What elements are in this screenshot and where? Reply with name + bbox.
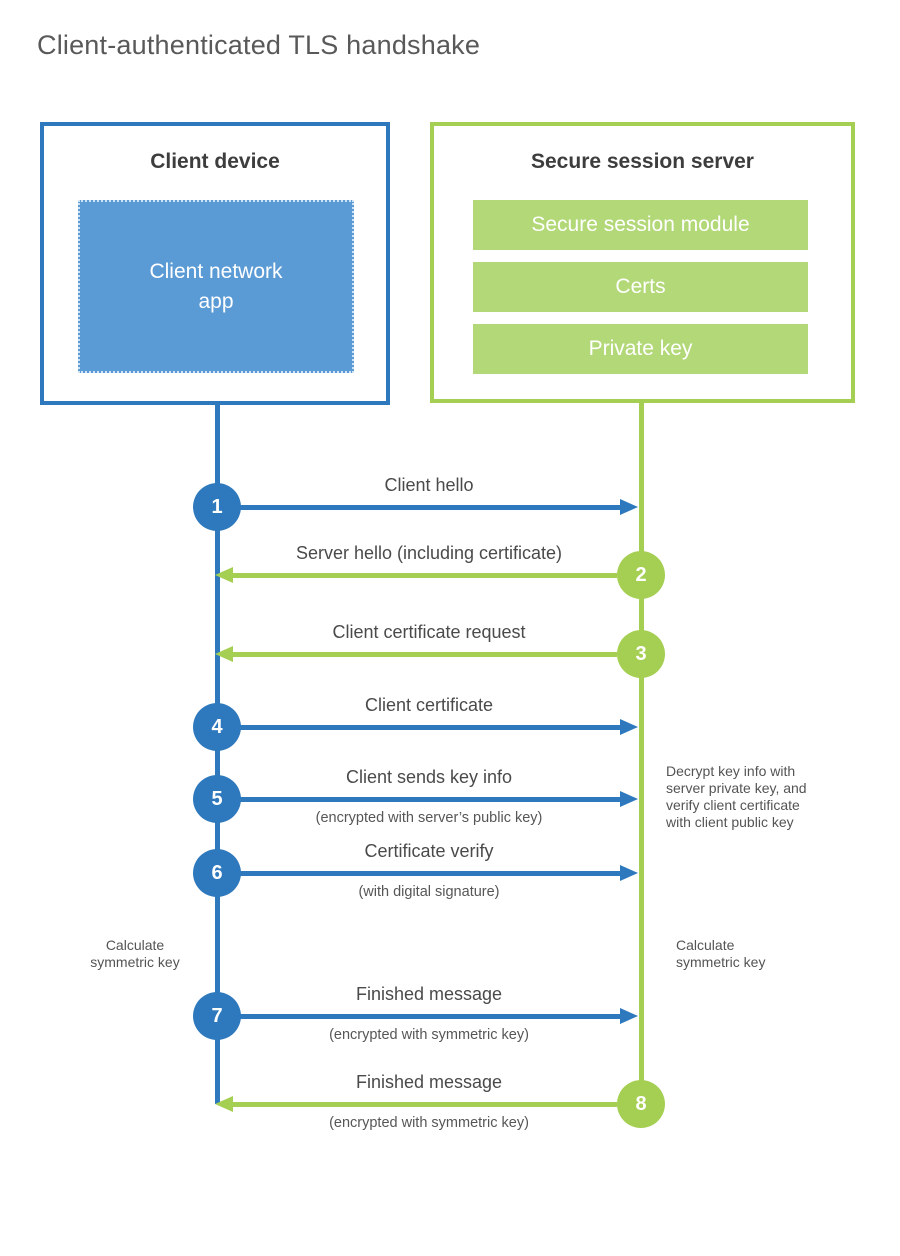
step-5-sublabel: (encrypted with server’s public key) (315, 810, 543, 826)
step-2-number-badge: 2 (617, 551, 665, 599)
step-8-arrow-left-icon (215, 1096, 233, 1112)
step-3-label: Client certificate request (332, 622, 526, 642)
client-network-app-box: Client network app (78, 200, 354, 373)
step-6-number-badge: 6 (193, 849, 241, 897)
server-module-certs: Certs (473, 262, 808, 312)
step-1-label: Client hello (384, 475, 474, 495)
server-modules: Secure session module Certs Private key (473, 200, 808, 374)
step-3-arrow-line (233, 652, 617, 657)
page-title: Client-authenticated TLS handshake (37, 30, 481, 60)
step-4-arrow-right-icon (620, 719, 638, 735)
step-7-number-badge: 7 (193, 992, 241, 1040)
step-6-sublabel: (with digital signature) (358, 884, 500, 900)
client-device-title: Client device (150, 150, 280, 173)
step-5-number-badge: 5 (193, 775, 241, 823)
server-module-private-key: Private key (473, 324, 808, 374)
step-1-number-badge: 1 (193, 483, 241, 531)
step-6-arrow-line (240, 871, 621, 876)
client-calculate-symmetric-key-note: Calculate symmetric key (90, 937, 180, 971)
step-4-number-badge: 4 (193, 703, 241, 751)
server-lifeline (639, 403, 644, 1106)
step-8-label: Finished message (355, 1072, 503, 1092)
client-lifeline (215, 405, 220, 1104)
step-1-arrow-right-icon (620, 499, 638, 515)
step-5-label: Client sends key info (345, 767, 513, 787)
step-6-arrow-right-icon (620, 865, 638, 881)
step-2-arrow-left-icon (215, 567, 233, 583)
step-3-number-badge: 3 (617, 630, 665, 678)
step-5-arrow-right-icon (620, 791, 638, 807)
step-8-sublabel: (encrypted with symmetric key) (329, 1115, 529, 1131)
step-7-arrow-line (240, 1014, 621, 1019)
server-calculate-symmetric-key-note: Calculate symmetric key (676, 937, 766, 971)
server-box: Secure session server Secure session mod… (430, 122, 855, 403)
client-device-box: Client device Client network app (40, 122, 390, 405)
step-5-arrow-line (240, 797, 621, 802)
server-title: Secure session server (531, 150, 754, 173)
step-3-arrow-left-icon (215, 646, 233, 662)
step-8-arrow-line (233, 1102, 617, 1107)
server-module-secure-session: Secure session module (473, 200, 808, 250)
server-decrypt-note: Decrypt key info with server private key… (666, 763, 807, 831)
step-7-label: Finished message (355, 984, 503, 1004)
step-8-number-badge: 8 (617, 1080, 665, 1128)
step-6-label: Certificate verify (364, 841, 494, 861)
step-4-label: Client certificate (364, 695, 494, 715)
step-7-arrow-right-icon (620, 1008, 638, 1024)
step-1-arrow-line (240, 505, 621, 510)
step-2-label: Server hello (including certificate) (295, 543, 563, 563)
step-4-arrow-line (240, 725, 621, 730)
step-7-sublabel: (encrypted with symmetric key) (329, 1027, 529, 1043)
step-2-arrow-line (233, 573, 617, 578)
